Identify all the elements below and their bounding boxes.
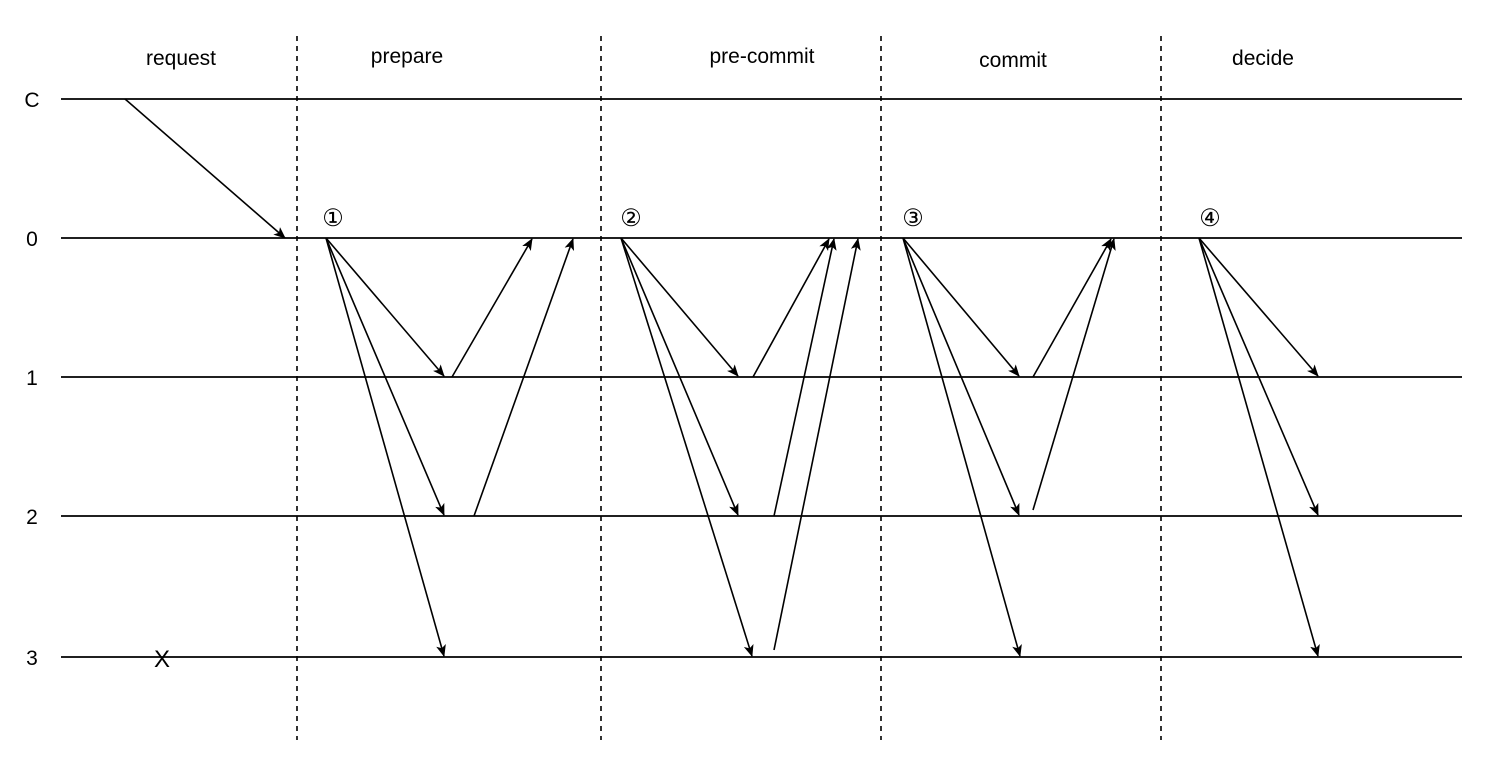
phase-label-decide: decide [1232,47,1294,70]
step-marker-4: ④ [1199,205,1221,232]
msg-arrow-2-to-0 [473,238,575,517]
msg-arrow-0-to-1 [1198,237,1319,377]
node-label-0: 0 [26,228,38,251]
msg-arrow-3-to-0 [773,238,861,651]
msg-arrow-2-to-0 [1032,238,1116,511]
node-label-2: 2 [26,506,38,529]
msg-arrow-0-to-2 [902,237,1020,516]
msg-arrow-1-to-0 [451,238,533,378]
msg-arrow-0-to-3 [620,237,754,657]
msg-arrow-0-to-3 [325,237,446,657]
node-label-c: C [24,89,39,112]
msg-arrow-2-to-0 [773,238,837,517]
msg-arrow-0-to-1 [902,237,1020,377]
step-marker-2: ② [620,205,642,232]
msg-arrow-0-to-1 [325,237,445,377]
phase-label-request: request [146,47,216,70]
msg-arrow-0-to-3 [1198,237,1320,657]
msg-arrow-1-to-0 [752,238,830,378]
phase-label-commit: commit [979,49,1047,72]
msg-arrow-0-to-3 [902,237,1022,657]
msg-arrow-0-to-2 [1198,237,1319,516]
msg-arrow-0-to-2 [620,237,739,516]
step-marker-1: ① [322,205,344,232]
step-marker-3: ③ [902,205,924,232]
phase-label-pre-commit: pre-commit [709,45,814,68]
msg-arrow-0-to-1 [620,237,739,377]
crash-mark: X [154,646,170,673]
node-label-1: 1 [26,367,38,390]
msg-arrow-c-to-0 [124,98,286,239]
msg-arrow-1-to-0 [1032,238,1112,378]
phase-label-prepare: prepare [371,45,443,68]
node-label-3: 3 [26,647,38,670]
msg-arrow-0-to-2 [325,237,445,516]
